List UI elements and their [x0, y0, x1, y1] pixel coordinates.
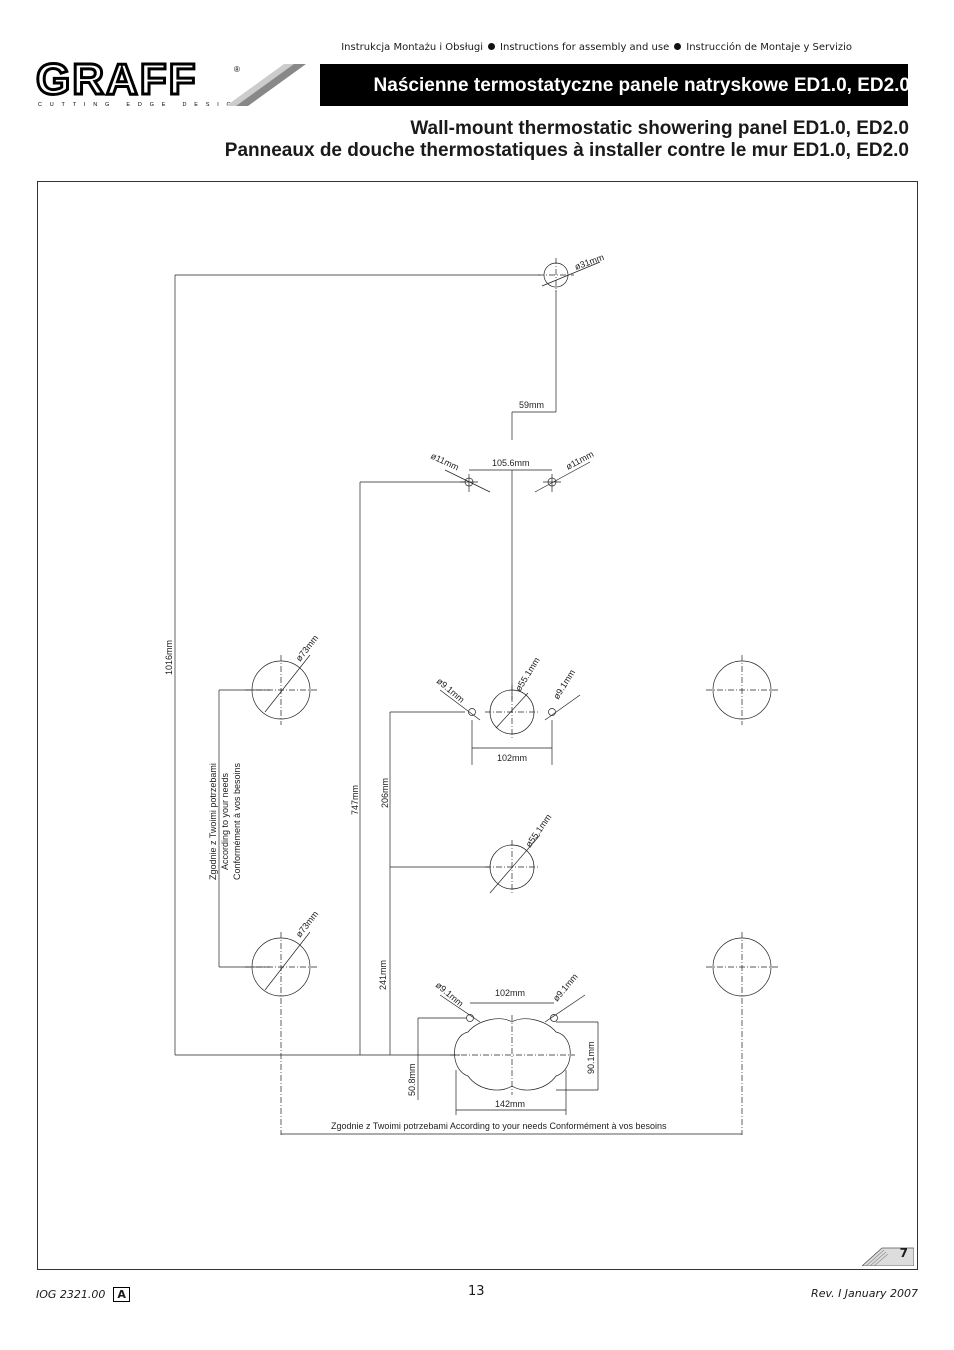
- section-badge: [862, 1247, 914, 1266]
- lang-pl: Instrukcja Montażu i Obsługi: [341, 42, 484, 53]
- footer-code: IOG 2321.00 A: [36, 1287, 130, 1302]
- dim-d91-c: ø9.1mm: [434, 980, 466, 1009]
- title-bar: [320, 64, 914, 106]
- bottom-note: Zgodnie z Twoimi potrzebami According to…: [331, 1121, 667, 1131]
- document-code: IOG 2321.00: [36, 1288, 106, 1301]
- dim-102-a: 102mm: [497, 753, 527, 763]
- title-en: Wall-mount thermostatic showering panel …: [410, 118, 909, 139]
- revision-letter: A: [113, 1287, 130, 1302]
- dim-d11-left: ø11mm: [429, 451, 460, 473]
- dim-508: 50.8mm: [407, 1063, 417, 1096]
- title-fr: Panneaux de douche thermostatiques à ins…: [224, 140, 909, 161]
- dim-d73-bot: ø73mm: [294, 909, 321, 939]
- lang-es: Instrucción de Montaje y Servizio: [686, 42, 852, 53]
- graff-logo: GRAFF ® CUTTING EDGE DESIGN: [36, 60, 306, 108]
- bullet-icon: [488, 43, 496, 50]
- logo-tagline: CUTTING EDGE DESIGN: [38, 102, 250, 108]
- dim-241: 241mm: [378, 960, 388, 990]
- vertical-note-en: According to your needs: [220, 772, 230, 870]
- dim-d91-d: ø9.1mm: [551, 972, 580, 1004]
- section-number: 7: [899, 1246, 908, 1260]
- section-number-wrap: 7: [862, 1244, 914, 1266]
- dim-142: 142mm: [495, 1099, 525, 1109]
- dim-206: 206mm: [380, 778, 390, 808]
- dim-d31: ø31mm: [573, 252, 605, 272]
- language-line: Instrukcja Montażu i Obsługi Instructions…: [341, 42, 852, 53]
- dim-d11-right: ø11mm: [564, 449, 595, 472]
- dim-1016: 1016mm: [164, 640, 174, 675]
- drawing-frame: [37, 181, 918, 1270]
- revision-date: Rev. I January 2007: [811, 1287, 918, 1300]
- bullet-icon: [674, 43, 682, 50]
- dim-d91-a: ø9.1mm: [435, 676, 467, 705]
- dim-d551-b: ø55.1mm: [523, 812, 553, 849]
- dim-105: 105.6mm: [492, 458, 530, 468]
- dim-901: 90.1mm: [586, 1041, 596, 1074]
- dim-d91-b: ø9.1mm: [551, 668, 577, 701]
- dim-102-b: 102mm: [495, 988, 525, 998]
- title-pl: Naścienne termostatyczne panele natrysko…: [373, 75, 910, 96]
- vertical-note-pl: Zgodnie z Twoimi potrzebami: [208, 763, 218, 880]
- dim-59: 59mm: [519, 400, 544, 410]
- dim-d551-a: ø55.1mm: [513, 656, 542, 694]
- dim-747: 747mm: [350, 785, 360, 815]
- vertical-note-fr: Conformément à vos besoins: [232, 762, 242, 880]
- logo-wordmark: GRAFF: [36, 60, 198, 104]
- page-number: 13: [468, 1284, 485, 1299]
- svg-text:®: ®: [234, 65, 240, 74]
- lang-en: Instructions for assembly and use: [500, 42, 670, 53]
